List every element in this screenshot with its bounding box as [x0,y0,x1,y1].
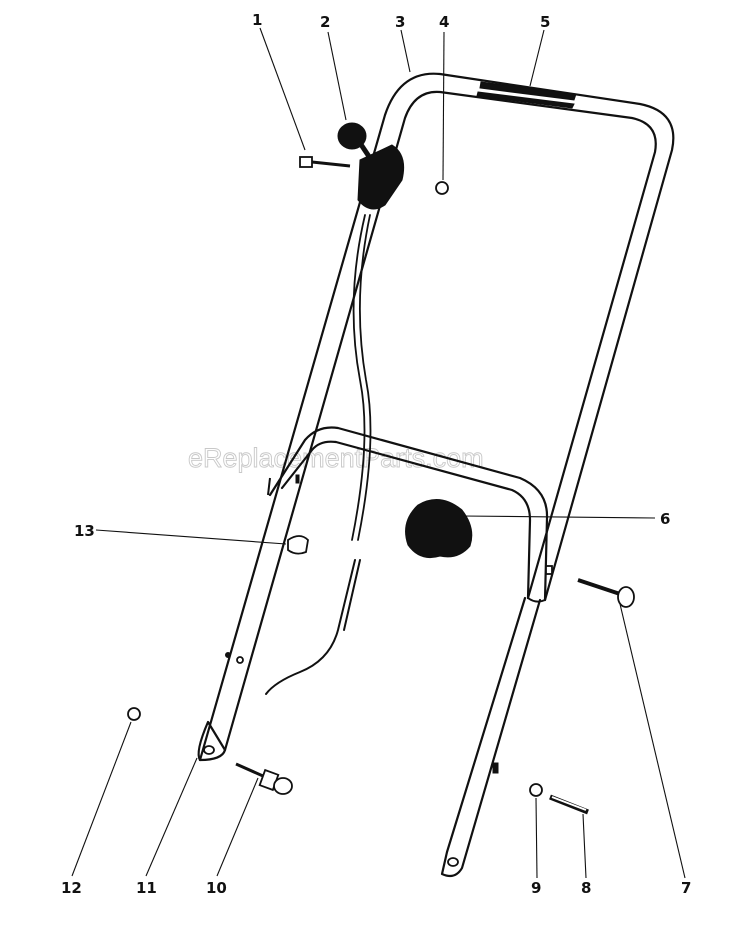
watermark: eReplacementParts.com [188,443,484,473]
cable-clip [287,535,309,555]
callout-4: 4 [439,13,449,31]
bolt-part-7 [545,565,635,608]
handle-knob [405,499,473,559]
callout-11: 11 [136,879,157,897]
callout-9: 9 [531,879,541,897]
nut-part-4 [435,181,449,195]
control-cable [265,214,372,695]
tube-details [267,474,499,774]
hand-grip [476,81,577,109]
bolt-part-8 [549,794,589,815]
control-lever [337,122,405,210]
nut-part-9 [529,783,543,797]
upper-handle [198,72,675,762]
leader-lines [71,27,686,879]
screw-part-1 [299,156,351,168]
left-tube-end [197,652,244,762]
callout-5: 5 [540,13,550,31]
callout-7: 7 [681,879,691,897]
callout-labels: 1 2 3 4 5 6 7 8 9 10 11 12 13 [61,11,691,897]
callout-1: 1 [252,11,262,29]
callout-10: 10 [206,879,227,897]
nut-part-12 [127,707,141,721]
callout-13: 13 [74,522,95,540]
callout-12: 12 [61,879,82,897]
callout-6: 6 [660,510,670,528]
bolt-part-10 [235,762,293,795]
lower-handle [268,426,549,878]
callout-2: 2 [320,13,330,31]
callout-8: 8 [581,879,591,897]
callout-3: 3 [395,13,405,31]
